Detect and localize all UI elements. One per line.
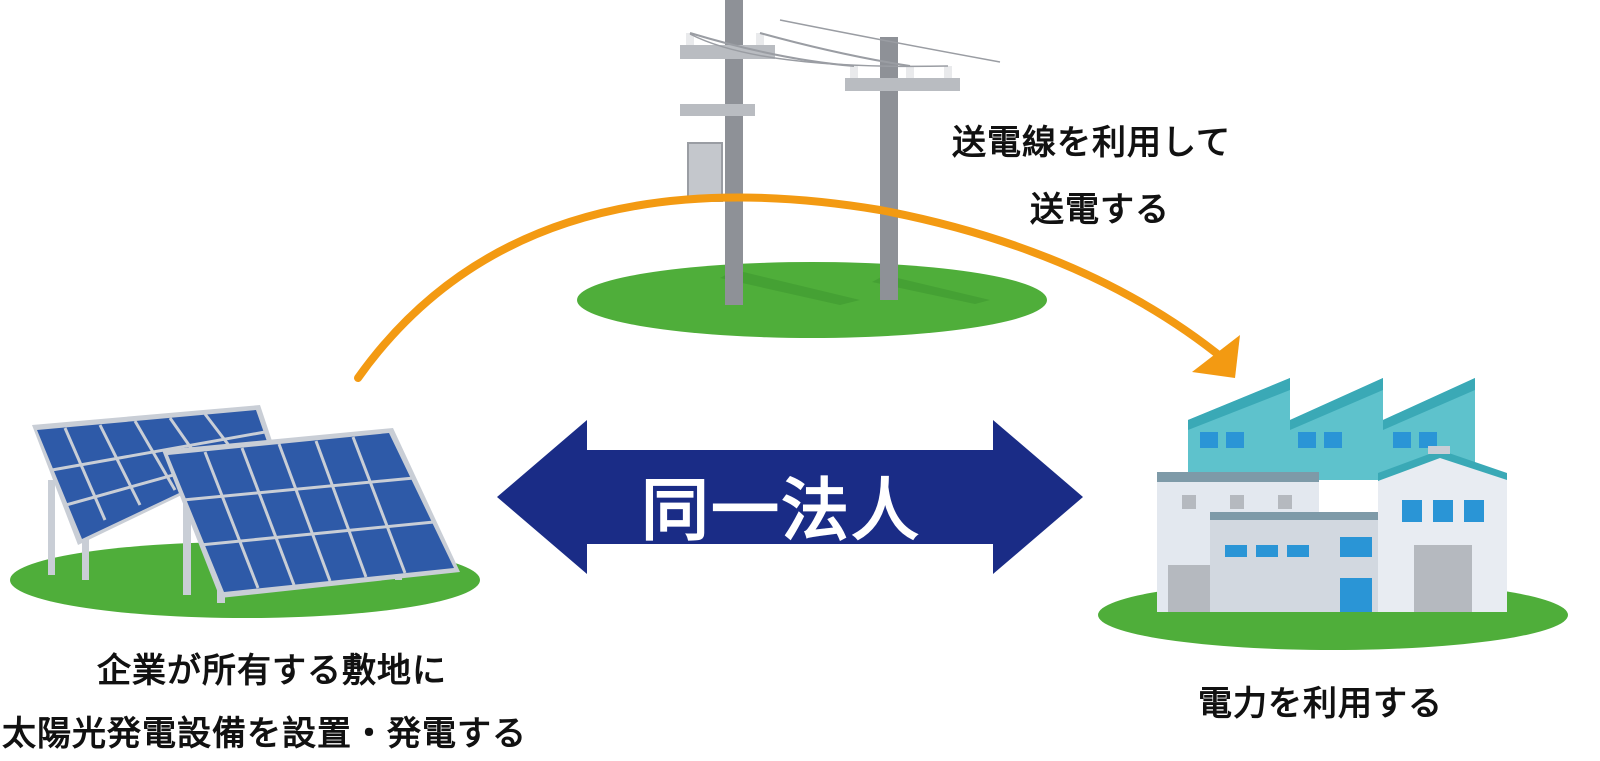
transmission-label-line2: 送電する: [1030, 190, 1170, 230]
solar-label-line2: 太陽光発電設備を設置・発電する: [2, 714, 527, 754]
same-entity-double-arrow: [497, 420, 1083, 574]
power-flow-arrowhead: [1192, 335, 1240, 378]
transmission-label-line1: 送電線を利用して: [952, 123, 1231, 163]
utility-pole-icon: [577, 0, 1047, 338]
solar-label-line1: 企業が所有する敷地に: [97, 651, 447, 691]
factory-label: 電力を利用する: [1198, 684, 1443, 724]
solar-panel-icon: [10, 405, 480, 618]
power-flow-arrow: [354, 193, 1240, 382]
pole-ground: [577, 262, 1047, 338]
same-entity-label: 同一法人: [641, 472, 922, 551]
factory-icon: [1098, 378, 1568, 650]
left-pole: [725, 0, 743, 305]
right-pole: [880, 37, 898, 300]
